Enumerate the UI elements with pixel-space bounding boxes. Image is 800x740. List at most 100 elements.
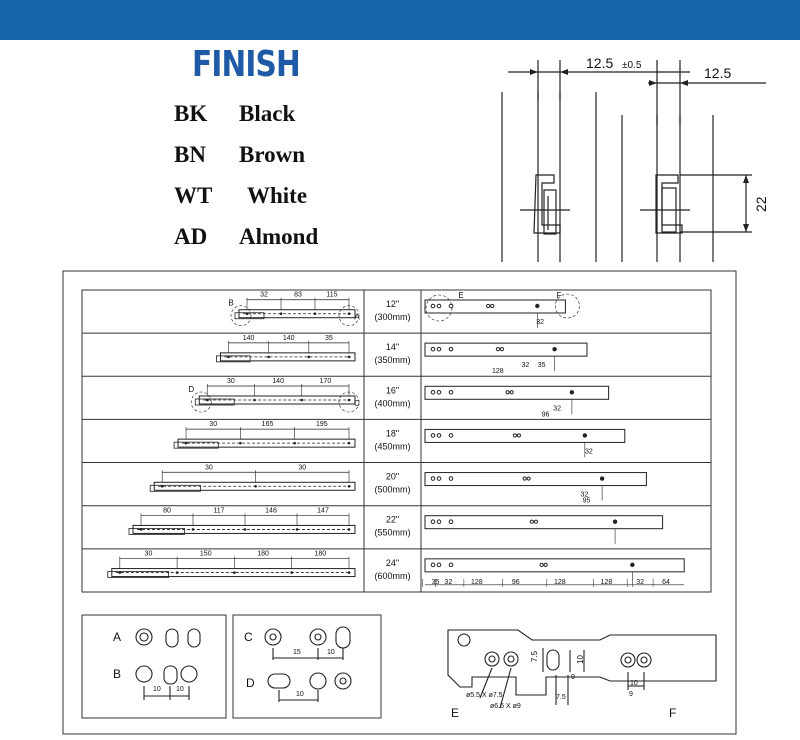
top-banner (0, 0, 800, 40)
finish-name: Almond (239, 224, 319, 249)
slide-dimension: 170 (320, 378, 332, 385)
slide-top-view (424, 428, 626, 458)
hole-label-c: C (244, 630, 253, 644)
hole-label-d: D (246, 676, 255, 690)
finish-name: White (247, 183, 308, 208)
slide-size-inch: 18" (386, 428, 399, 438)
slide-dimension: 150 (200, 551, 212, 558)
slide-dimension: 95 (583, 498, 591, 505)
slide-size-inch: 12" (386, 299, 399, 309)
slide-side-view (234, 297, 356, 320)
slide-dimension: 195 (316, 421, 328, 428)
hole-dim: 15 (293, 649, 301, 656)
slide-size-mm: (400mm) (374, 398, 410, 408)
slide-size-mm: (350mm) (374, 355, 410, 365)
slide-side-view (216, 340, 356, 363)
slide-dimension: 83 (294, 292, 302, 299)
clearance-dim-tolerance: ±0.5 (622, 60, 642, 71)
hole-dim: 7.5 (530, 650, 539, 662)
clearance-dim-left: 12.5 (586, 55, 613, 71)
slide-size-inch: 24" (386, 558, 399, 568)
hole-note: ø6.5 X ø9 (490, 703, 521, 710)
slide-dimension: 128 (601, 579, 613, 586)
slide-dimension: 117 (213, 507, 224, 514)
detail-callout-letter: E (458, 291, 463, 300)
slide-top-view (424, 299, 566, 328)
slide-dimension: 32 (553, 405, 561, 412)
finish-title: FINISH (192, 44, 301, 85)
slide-side-view (107, 556, 356, 578)
hole-dim: 10 (296, 691, 304, 698)
hole-dim: 10 (153, 686, 161, 693)
slide-side-view (194, 384, 356, 406)
slide-size-inch: 20" (386, 472, 399, 482)
slide-size-mm: (500mm) (374, 485, 410, 495)
hole-dim: 10 (327, 649, 335, 656)
slide-dimension: 30 (227, 378, 235, 385)
hole-note: ø5.5 X ø7.5 (466, 692, 503, 699)
slide-top-view (424, 515, 664, 544)
slide-dimension: 180 (257, 551, 269, 558)
slide-dimension: 128 (492, 368, 504, 375)
hole-label-e: E (451, 706, 460, 720)
slide-side-view (149, 470, 356, 492)
slide-top-view (424, 342, 588, 372)
slide-side-view (128, 513, 356, 535)
slide-size-inch: 16" (386, 385, 399, 395)
slide-top-view (424, 385, 610, 415)
slide-dimension: 32 (260, 292, 268, 299)
slide-dimension: 32 (581, 492, 589, 499)
finish-name: Brown (239, 142, 306, 167)
finish-name: Black (239, 101, 296, 126)
slide-dimension: 64 (662, 579, 670, 586)
detail-callout-letter: C (354, 399, 360, 408)
slide-dimension: 146 (265, 507, 277, 514)
hole-label-f: F (669, 706, 677, 720)
slide-dimension: 180 (315, 551, 327, 558)
slide-dimension: 32 (536, 319, 544, 326)
slide-dimension: 80 (163, 507, 171, 514)
slide-dimension: 30 (145, 551, 153, 558)
slide-dimension: 96 (512, 579, 520, 586)
slide-dimension: 30 (209, 421, 217, 428)
hole-dim: 10 (576, 655, 585, 664)
finish-code: BN (174, 142, 206, 167)
hole-dim: 10 (176, 686, 184, 693)
slide-dimension: 115 (326, 292, 337, 299)
clearance-dim-right: 12.5 (704, 65, 731, 81)
slide-dimension: 128 (471, 579, 483, 586)
slide-dimension: 165 (262, 421, 274, 428)
slide-dimension: 32 (585, 448, 593, 455)
hole-dim: 9 (571, 674, 575, 681)
slide-top-view (422, 558, 685, 587)
slide-dimension: 96 (542, 411, 550, 418)
finish-code: WT (174, 183, 213, 208)
slide-size-mm: (450mm) (374, 441, 410, 451)
slide-dimension: 32 (444, 579, 452, 586)
slide-dimension: 140 (283, 335, 295, 342)
slide-dimension: 147 (317, 507, 329, 514)
slide-size-inch: 22" (386, 515, 399, 525)
slide-side-view (173, 427, 356, 449)
slide-dimension: 140 (243, 335, 255, 342)
detail-callout-letter: B (228, 299, 233, 308)
slides-grid (81, 289, 712, 593)
slide-dimension: 32 (522, 362, 530, 369)
slide-size-inch: 14" (386, 342, 399, 352)
slide-size-mm: (550mm) (374, 528, 410, 538)
slide-height-dim: 22 (753, 196, 769, 212)
finish-code: BK (174, 101, 208, 126)
hole-label-a: A (113, 630, 122, 644)
slide-dimension: 35 (325, 335, 333, 342)
detail-callout-letter: D (188, 385, 194, 394)
detail-callout-letter: F (557, 291, 562, 300)
slide-dimension: 30 (298, 464, 306, 471)
detail-callout-letter: A (354, 313, 360, 322)
slide-size-mm: (600mm) (374, 571, 410, 581)
hole-label-b: B (113, 667, 122, 681)
slide-dimension: 35 (431, 579, 439, 586)
slide-dimension: 35 (538, 362, 546, 369)
